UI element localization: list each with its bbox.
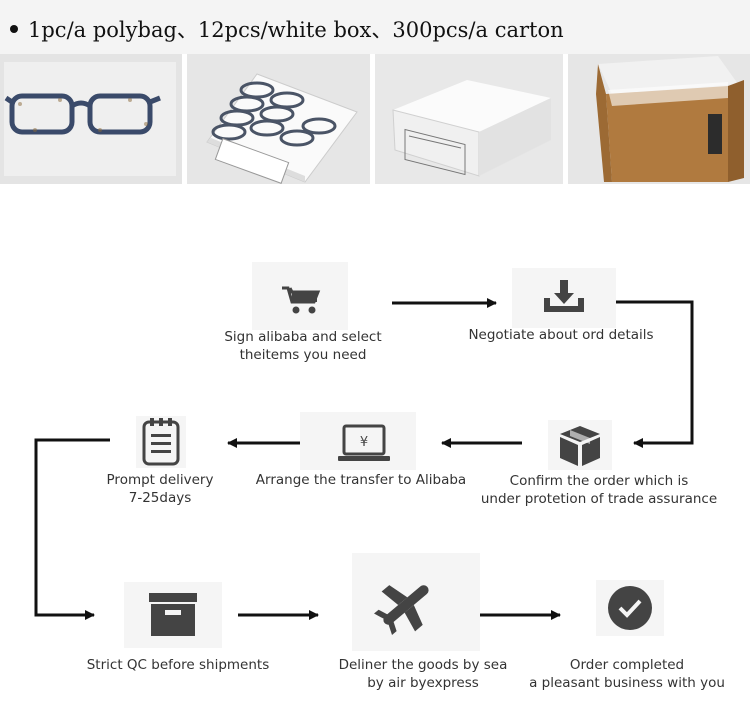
step-done-icon-box <box>596 580 664 636</box>
packaging-description: 1pc/a polybag、12pcs/white box、300pcs/a c… <box>10 14 564 44</box>
archive-box-icon <box>149 593 197 636</box>
step-done-label: Order completed a pleasant business with… <box>518 656 736 692</box>
step-negotiate-icon-box <box>512 268 616 328</box>
white-box-tray-photo <box>187 54 370 184</box>
airplane-icon <box>374 585 429 636</box>
step-qc-line1: Strict QC before shipments <box>86 657 270 673</box>
step-ship-line1: Deliner the goods by sea <box>338 657 508 673</box>
polybag-glasses-photo <box>0 54 182 184</box>
arrow-negotiate-to-confirm <box>616 300 694 448</box>
step-sign-label: Sign alibaba and select theitems you nee… <box>203 328 403 364</box>
step-confirm-icon-box <box>548 420 612 470</box>
step-delivery-label: Prompt delivery 7-25days <box>92 471 228 507</box>
step-confirm-line1: Confirm the order which is <box>509 473 689 489</box>
packaging-text: 1pc/a polybag、12pcs/white box、300pcs/a c… <box>28 18 564 42</box>
svg-text:¥: ¥ <box>360 435 368 450</box>
step-done-line1: Order completed <box>569 657 685 673</box>
white-box-closed-photo <box>375 54 563 184</box>
check-circle-icon <box>608 586 652 630</box>
step-delivery-line2: 7-25days <box>128 490 192 506</box>
step-transfer-label: Arrange the transfer to Alibaba <box>250 471 472 489</box>
step-confirm-line2: under protetion of trade assurance <box>480 491 718 507</box>
step-confirm-label: Confirm the order which is under proteti… <box>470 472 728 508</box>
step-qc-label: Strict QC before shipments <box>76 656 280 674</box>
clipboard-icon <box>142 418 180 466</box>
cart-icon <box>282 286 321 314</box>
package-box-icon <box>560 426 600 466</box>
step-sign-line1: Sign alibaba and select <box>224 329 382 345</box>
bullet-icon <box>10 24 18 33</box>
step-done-line2: a pleasant business with you <box>529 675 725 691</box>
arrow-delivery-to-qc <box>34 438 110 620</box>
step-ship-label: Deliner the goods by sea by air byexpres… <box>322 656 524 692</box>
packaging-header: 1pc/a polybag、12pcs/white box、300pcs/a c… <box>0 0 750 54</box>
download-tray-icon <box>544 280 584 312</box>
step-ship-line2: by air byexpress <box>367 675 479 691</box>
step-sign-line2: theitems you need <box>239 347 367 363</box>
step-transfer-line1: Arrange the transfer to Alibaba <box>255 472 467 488</box>
step-qc-icon-box <box>124 582 222 648</box>
step-delivery-line1: Prompt delivery <box>106 472 214 488</box>
step-transfer-icon-box: ¥ <box>300 412 416 470</box>
laptop-yen-icon: ¥ <box>338 424 390 461</box>
step-delivery-icon-box <box>136 416 186 468</box>
step-negotiate-label: Negotiate about ord details <box>452 326 670 344</box>
step-ship-icon-box <box>352 553 480 651</box>
step-sign-icon-box <box>252 262 348 330</box>
step-negotiate-line1: Negotiate about ord details <box>468 327 654 343</box>
carton-photo <box>568 54 750 184</box>
